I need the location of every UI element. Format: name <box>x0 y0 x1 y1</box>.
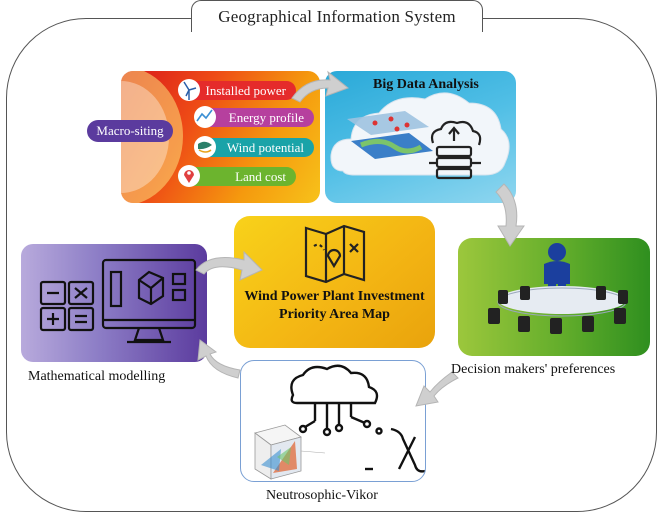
priority-map-title-line1: Wind Power Plant Investment <box>244 289 425 304</box>
big-data-title: Big Data Analysis <box>373 77 479 92</box>
neural-cloud-icon <box>254 364 425 480</box>
priority-map-title-line2: Priority Area Map <box>279 307 390 322</box>
priority-map-title: Wind Power Plant Investment Priority Are… <box>234 288 435 324</box>
math-modelling-label: Mathematical modelling <box>28 369 166 384</box>
decision-makers-panel <box>458 238 650 356</box>
neutrosophic-vikor-panel <box>240 360 426 482</box>
cloud-data-icon <box>330 92 510 180</box>
decision-makers-label: Decision makers' preferences <box>451 362 616 377</box>
computer-cube-icon <box>39 258 197 344</box>
wind-potential-bar: Wind potential <box>196 138 314 157</box>
land-cost-bar: Land cost <box>178 167 296 186</box>
treasure-map-icon <box>304 224 366 284</box>
meeting-table-icon <box>488 243 628 334</box>
priority-map-panel <box>234 216 435 348</box>
macro-siting-badge: Macro-siting <box>87 120 173 142</box>
neutrosophic-vikor-label: Neutrosophic-Vikor <box>266 488 378 503</box>
page-title: Geographical Information System <box>191 0 483 32</box>
energy-profile-bar: Energy profile <box>196 108 314 127</box>
energy-profile-label: Energy profile <box>228 109 304 125</box>
land-cost-label: Land cost <box>235 168 286 184</box>
big-data-panel <box>325 71 516 203</box>
math-modelling-panel <box>21 244 207 362</box>
vikor-cube-chart <box>254 424 326 480</box>
installed-power-label: Installed power <box>205 82 286 98</box>
installed-power-bar: Installed power <box>178 81 296 100</box>
wind-potential-label: Wind potential <box>226 139 304 155</box>
